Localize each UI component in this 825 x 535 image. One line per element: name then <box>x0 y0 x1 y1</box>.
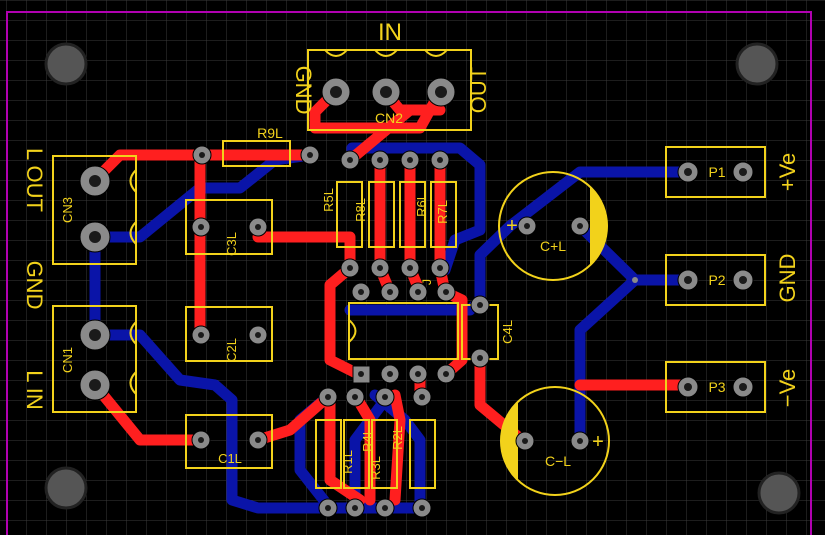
cn3-pads <box>79 165 111 253</box>
cn1-connector: CN1 <box>52 305 137 413</box>
c-plus-l-capacitor: C+L + <box>498 171 608 281</box>
pads <box>79 77 754 518</box>
ic-pads <box>351 282 456 384</box>
cn2-pads <box>321 77 456 107</box>
c1l-capacitor: C1L <box>185 414 273 469</box>
c-minus-l-capacitor: C−L + <box>500 386 610 496</box>
gnd-left-label: GND <box>22 261 47 310</box>
p1-label: P1 <box>708 164 725 180</box>
cn1-label: CN1 <box>60 347 75 373</box>
bottom-resistor-pads <box>318 387 432 518</box>
r9l-resistor: R9L <box>222 125 291 167</box>
c3l-capacitor: C3L <box>185 199 273 256</box>
c-plus-l-plus: + <box>506 215 518 237</box>
c-plus-l-label: C+L <box>540 238 566 254</box>
mounting-holes <box>44 42 801 515</box>
c1l-label: C1L <box>218 451 242 466</box>
j-label: J <box>420 279 434 285</box>
c-minus-l-label: C−L <box>545 453 571 469</box>
in-label: IN <box>378 19 402 46</box>
r5l-resistor: R5L <box>321 181 363 248</box>
passive-pads <box>191 145 490 450</box>
r1l-label: R1L <box>340 450 355 474</box>
p2-terminal: P2 <box>665 254 766 306</box>
l-out-label: L OUT <box>22 148 47 212</box>
r8l-label: R8L <box>353 198 368 222</box>
out-top-label: OUT <box>466 67 491 113</box>
ic-socket: J <box>348 279 459 360</box>
p3-label: P3 <box>708 379 725 395</box>
r2l-resistor: R2L <box>390 419 436 489</box>
cn1-pads <box>79 319 111 401</box>
power-terminal-pads <box>632 161 754 398</box>
c-minus-l-plus: + <box>592 431 604 453</box>
r5l-label: R5L <box>321 188 336 212</box>
r7l-resistor: R7L <box>430 181 457 248</box>
r6l-label: R6L <box>414 193 429 217</box>
cn3-label: CN3 <box>60 197 75 223</box>
top-copper <box>89 86 692 506</box>
p1-terminal: P1 <box>665 146 766 198</box>
neg-ve-label: −Ve <box>775 369 800 408</box>
c4l-label: C4L <box>500 320 515 344</box>
r2l-label: R2L <box>390 426 405 450</box>
l-in-label: L IN <box>22 370 47 410</box>
c2l-label: C2L <box>224 338 239 362</box>
r7l-label: R7L <box>435 200 450 224</box>
r3l-resistor: R3L <box>368 419 398 489</box>
r3l-label: R3L <box>368 456 383 480</box>
cn2-connector: CN2 <box>307 49 472 131</box>
c2l-capacitor: C2L <box>185 306 273 362</box>
r6l-resistor: R6L <box>399 181 429 248</box>
cn3-connector: CN3 <box>52 155 137 265</box>
gnd-right-label: GND <box>775 254 800 303</box>
pos-ve-label: +Ve <box>775 153 800 192</box>
p2-label: P2 <box>708 272 725 288</box>
r9l-label: R9L <box>257 125 283 141</box>
cn2-label: CN2 <box>375 110 403 126</box>
board-outline <box>6 11 812 535</box>
gnd-top-label: GND <box>291 66 316 115</box>
electrolytic-pads <box>515 216 590 451</box>
c3l-label: C3L <box>224 232 239 256</box>
r8l-resistor: R8L <box>353 181 395 248</box>
p3-terminal: P3 <box>665 361 766 413</box>
